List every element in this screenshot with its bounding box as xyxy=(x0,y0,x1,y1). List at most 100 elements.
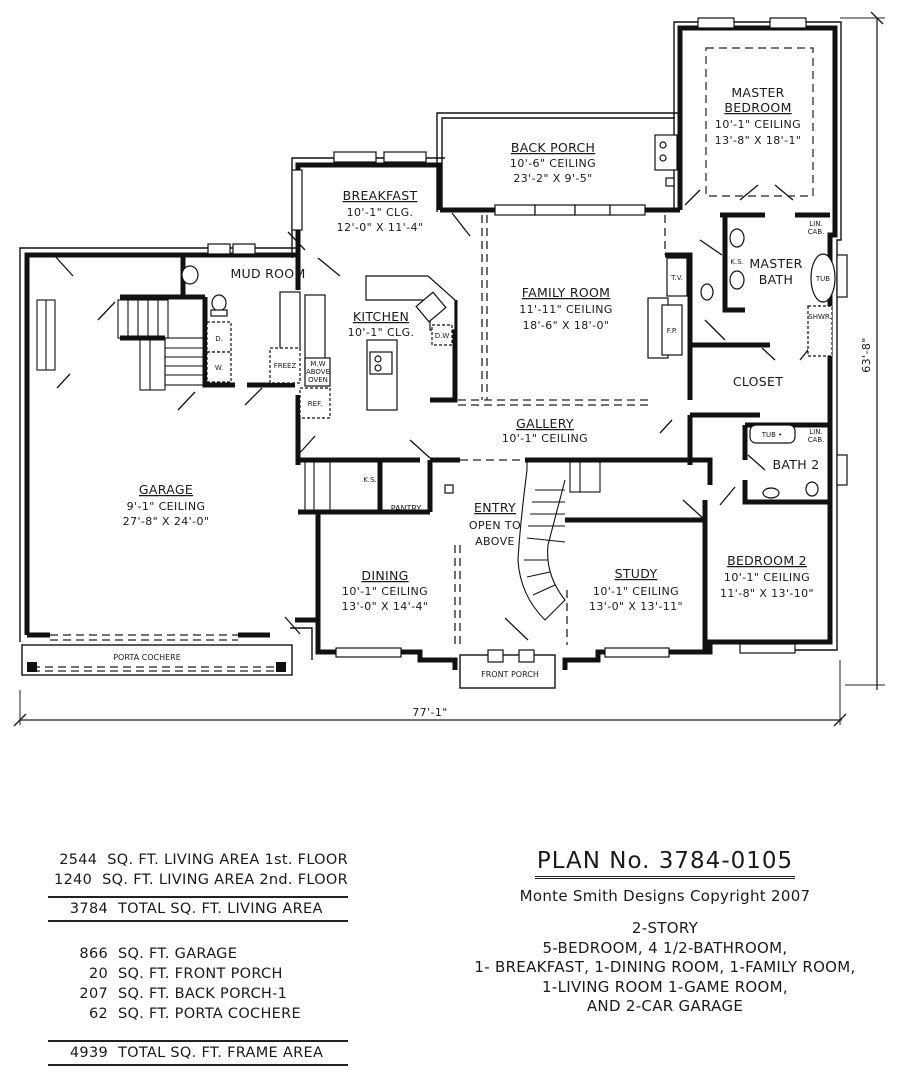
copyright-line: Monte Smith Designs Copyright 2007 xyxy=(519,887,811,905)
svg-text:10'-1" CLG.: 10'-1" CLG. xyxy=(347,206,414,219)
svg-text:TUB •: TUB • xyxy=(761,431,783,439)
sqft-value: 1240 xyxy=(54,872,93,888)
sqft-living-total: 3784 TOTAL SQ. FT. LIVING AREA xyxy=(48,896,348,922)
interior-walls xyxy=(120,207,830,689)
svg-text:TUB: TUB xyxy=(815,275,830,283)
svg-text:13'-0" X 14'-4": 13'-0" X 14'-4" xyxy=(342,600,429,613)
svg-text:18'-6" X 18'-0": 18'-6" X 18'-0" xyxy=(523,319,610,332)
sqft-row: 866 SQ. FT. GARAGE xyxy=(48,944,348,964)
svg-text:10'-1" CLG.: 10'-1" CLG. xyxy=(348,326,415,339)
svg-text:BATH 2: BATH 2 xyxy=(773,457,820,472)
svg-text:F.P.: F.P. xyxy=(667,327,677,335)
toilet-icon xyxy=(211,294,227,312)
svg-text:D.W: D.W xyxy=(435,332,450,340)
toilet-icon xyxy=(805,481,819,497)
svg-text:GARAGE: GARAGE xyxy=(139,482,193,497)
svg-text:LIN.: LIN. xyxy=(809,220,822,228)
sqft-value: 207 xyxy=(79,986,108,1002)
svg-text:W.: W. xyxy=(215,364,223,372)
room-breakfast: BREAKFAST 10'-1" CLG. 12'-0" X 11'-4" xyxy=(337,188,424,234)
svg-text:BATH: BATH xyxy=(759,272,793,287)
svg-text:DINING: DINING xyxy=(361,568,408,583)
fixtures: D. W. FREEZ M.W ABOVE OVEN REF. D.W T.V.… xyxy=(181,134,836,499)
svg-text:MUD ROOM: MUD ROOM xyxy=(230,266,305,281)
svg-text:BACK PORCH: BACK PORCH xyxy=(511,140,595,155)
svg-text:CAB.: CAB. xyxy=(808,228,825,236)
svg-text:13'-0" X 13'-11": 13'-0" X 13'-11" xyxy=(589,600,683,613)
svg-text:D.: D. xyxy=(215,335,223,343)
svg-text:10'-1" CEILING: 10'-1" CEILING xyxy=(342,585,428,598)
svg-text:BEDROOM 2: BEDROOM 2 xyxy=(727,553,807,568)
svg-text:CLOSET: CLOSET xyxy=(733,374,783,389)
svg-text:27'-8" X 24'-0": 27'-8" X 24'-0" xyxy=(123,515,210,528)
svg-text:T.V.: T.V. xyxy=(670,274,683,282)
sqft-value: 4939 xyxy=(69,1045,108,1061)
sqft-label: SQ. FT. LIVING AREA 2nd. FLOOR xyxy=(102,872,348,888)
svg-text:FREEZ: FREEZ xyxy=(274,362,297,370)
sink-icon xyxy=(729,270,745,290)
svg-text:23'-2" X 9'-5": 23'-2" X 9'-5" xyxy=(513,172,592,185)
room-front-porch: FRONT PORCH xyxy=(481,670,539,679)
plan-description: 2-STORY 5-BEDROOM, 4 1/2-BATHROOM, 1- BR… xyxy=(440,919,890,1017)
svg-text:CAB.: CAB. xyxy=(808,436,825,444)
svg-text:OVEN: OVEN xyxy=(308,376,328,384)
room-study: STUDY 10'-1" CEILING 13'-0" X 13'-11" xyxy=(589,566,683,613)
room-back-porch: BACK PORCH 10'-6" CEILING 23'-2" X 9'-5" xyxy=(510,140,596,185)
svg-text:PANTRY: PANTRY xyxy=(391,504,422,513)
room-bedroom-2: BEDROOM 2 10'-1" CEILING 11'-8" X 13'-10… xyxy=(720,553,814,600)
svg-text:LIN.: LIN. xyxy=(809,428,822,436)
svg-text:13'-8" X 18'-1": 13'-8" X 18'-1" xyxy=(715,134,802,147)
room-pantry: PANTRY xyxy=(391,504,422,513)
svg-text:9'-1" CEILING: 9'-1" CEILING xyxy=(127,500,206,513)
sqft-value: 2544 xyxy=(59,852,98,868)
floor-plan-drawing: D. W. FREEZ M.W ABOVE OVEN REF. D.W T.V.… xyxy=(13,11,885,727)
sqft-row: 207 SQ. FT. BACK PORCH-1 xyxy=(48,984,348,1004)
room-kitchen: KITCHEN 10'-1" CLG. xyxy=(348,309,415,339)
sqft-label: TOTAL SQ. FT. LIVING AREA xyxy=(118,901,323,917)
svg-text:10'-1" CEILING: 10'-1" CEILING xyxy=(724,571,810,584)
tub-icon xyxy=(810,253,836,303)
toilet-icon xyxy=(700,283,714,301)
windows xyxy=(207,17,848,663)
stairs xyxy=(36,299,601,621)
sqft-label: SQ. FT. FRONT PORCH xyxy=(118,966,283,982)
svg-text:KITCHEN: KITCHEN xyxy=(353,309,409,324)
sqft-row: 20 SQ. FT. FRONT PORCH xyxy=(48,964,348,984)
room-garage: GARAGE 9'-1" CEILING 27'-8" X 24'-0" xyxy=(123,482,210,528)
svg-text:MASTER: MASTER xyxy=(731,85,784,100)
description-line: 5-BEDROOM, 4 1/2-BATHROOM, xyxy=(542,938,788,957)
svg-text:K.S.: K.S. xyxy=(363,476,376,484)
svg-text:SHWR.: SHWR. xyxy=(808,313,831,321)
sqft-label: SQ. FT. BACK PORCH-1 xyxy=(118,986,288,1002)
svg-text:10'-1" CEILING: 10'-1" CEILING xyxy=(715,118,801,131)
room-master-bedroom: MASTER BEDROOM 10'-1" CEILING 13'-8" X 1… xyxy=(705,47,814,197)
sqft-row: 2544 SQ. FT. LIVING AREA 1st. FLOOR xyxy=(48,850,348,870)
sqft-row: 62 SQ. FT. PORTA COCHERE xyxy=(48,1004,348,1024)
sink-icon xyxy=(181,265,199,285)
room-labels: MASTER BEDROOM 10'-1" CEILING 13'-8" X 1… xyxy=(113,47,820,679)
svg-text:BEDROOM: BEDROOM xyxy=(724,100,791,115)
svg-text:11'-8" X 13'-10": 11'-8" X 13'-10" xyxy=(720,587,814,600)
sqft-row: 1240 SQ. FT. LIVING AREA 2nd. FLOOR xyxy=(48,870,348,890)
sqft-label: SQ. FT. LIVING AREA 1st. FLOOR xyxy=(107,852,348,868)
svg-text:PORTA COCHERE: PORTA COCHERE xyxy=(113,653,181,662)
sqft-value: 62 xyxy=(88,1006,108,1022)
svg-text:11'-11" CEILING: 11'-11" CEILING xyxy=(519,303,613,316)
svg-text:REF.: REF. xyxy=(308,400,322,408)
room-porta-cochere: PORTA COCHERE xyxy=(113,653,181,662)
sqft-value: 20 xyxy=(88,966,108,982)
svg-text:FRONT PORCH: FRONT PORCH xyxy=(481,670,539,679)
sqft-frame-total: 4939 TOTAL SQ. FT. FRAME AREA xyxy=(48,1040,348,1066)
svg-text:BREAKFAST: BREAKFAST xyxy=(343,188,418,203)
svg-text:STUDY: STUDY xyxy=(615,566,658,581)
sqft-value: 866 xyxy=(79,946,108,962)
svg-text:12'-0" X 11'-4": 12'-0" X 11'-4" xyxy=(337,221,424,234)
room-entry: ENTRY OPEN TO ABOVE xyxy=(469,500,521,548)
room-family-room: FAMILY ROOM 11'-11" CEILING 18'-6" X 18'… xyxy=(519,285,613,332)
plan-number-title: PLAN No. 3784-0105 xyxy=(534,848,796,879)
svg-text:K.S.: K.S. xyxy=(730,258,743,266)
sink-icon xyxy=(729,228,745,248)
room-master-bath: MASTER BATH xyxy=(749,256,802,287)
svg-text:10'-1" CEILING: 10'-1" CEILING xyxy=(502,432,588,445)
svg-text:ABOVE: ABOVE xyxy=(306,368,330,376)
